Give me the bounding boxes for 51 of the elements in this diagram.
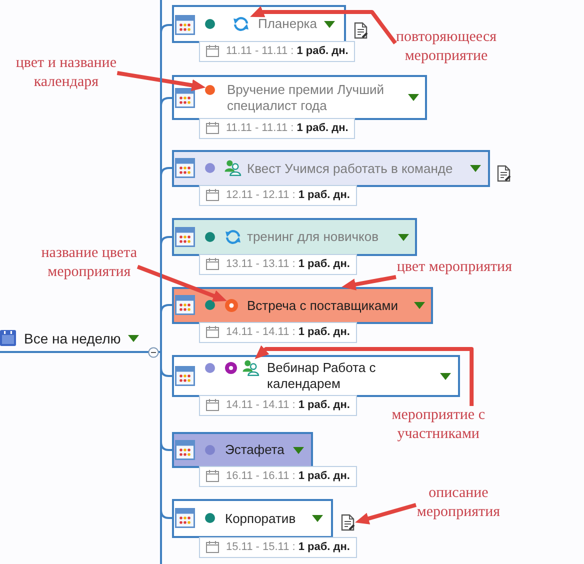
ring-icon: [225, 299, 238, 312]
arrow: [355, 502, 417, 524]
branch-line: [159, 351, 172, 519]
branch-line: [159, 304, 172, 353]
date-range: 15.11 - 15.11 : 1 раб. дн.: [226, 540, 350, 555]
date-range: 14.11 - 14.11 : 1 раб. дн.: [226, 325, 350, 340]
arrow: [250, 6, 397, 44]
event-title: тренинг для новичков: [247, 229, 380, 245]
arrow: [342, 275, 396, 290]
date-range: 11.11 - 11.11 : 1 раб. дн.: [226, 121, 348, 136]
event-card: [172, 75, 427, 120]
event-title: Квест Учимся работать в команде: [247, 160, 454, 176]
date-card: [199, 254, 357, 275]
arrow: [116, 71, 206, 92]
date-card: [199, 322, 357, 343]
date-card: [199, 537, 357, 558]
date-card: [199, 395, 357, 416]
event-card: [172, 287, 433, 324]
date-card: [199, 466, 357, 487]
refresh-icon: [232, 15, 250, 33]
event-title: Вручение премии Лучший специалист года: [227, 82, 386, 114]
arrow: [254, 345, 474, 406]
date-range: 12.11 - 12.11 : 1 раб. дн.: [226, 188, 350, 203]
dot-icon: [205, 85, 215, 95]
date-card: [199, 185, 357, 206]
annotation-text: мероприятие с участниками: [390, 406, 486, 444]
event-title: Планерка: [258, 16, 318, 32]
arrow: [136, 264, 227, 302]
event-card: [172, 355, 460, 397]
event-title: Эстафета: [225, 442, 286, 458]
event-card: [172, 150, 490, 187]
event-title: Корпоратив: [225, 510, 297, 526]
date-range: 14.11 - 14.11 : 1 раб. дн.: [226, 398, 350, 413]
annotation-text: цвет мероприятия: [396, 258, 513, 277]
event-title: Встреча с поставщиками: [247, 298, 399, 314]
event-card: [172, 218, 417, 256]
date-card: [199, 41, 356, 62]
annotation-text: повторяющееся мероприятие: [395, 28, 498, 66]
event-title: Вебинар Работа с календарем: [267, 360, 377, 392]
annotation-text: описание мероприятия: [416, 484, 501, 522]
annotation-text: цвет и название календаря: [15, 54, 118, 92]
document-icon: [341, 514, 355, 531]
event-card: [172, 499, 333, 538]
date-card: [199, 118, 356, 139]
annotation-text: название цвета мероприятия: [40, 244, 138, 282]
event-card: [172, 432, 313, 468]
topic-title: Все на неделю: [24, 330, 121, 347]
people-icon: [242, 359, 259, 376]
date-range: 13.11 - 13.11 : 1 раб. дн.: [226, 257, 350, 272]
date-range: 11.11 - 11.11 : 1 раб. дн.: [226, 44, 348, 59]
date-range: 16.11 - 16.11 : 1 раб. дн.: [226, 469, 350, 484]
